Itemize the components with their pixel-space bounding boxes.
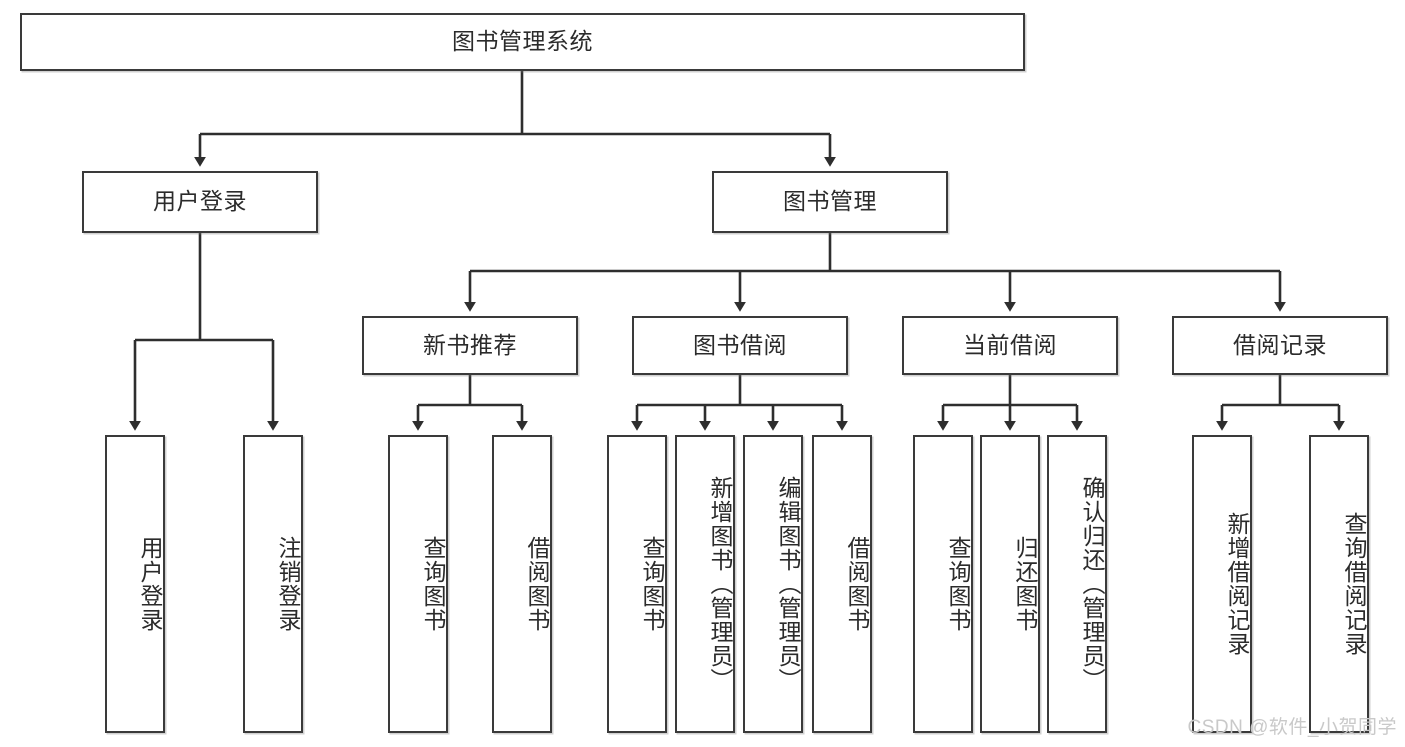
- node-label: 查询图书: [420, 536, 446, 632]
- node-label: 借阅图书: [844, 536, 870, 632]
- node-leaf-logout[interactable]: 注销登录: [243, 435, 303, 733]
- node-user-login[interactable]: 用户登录: [82, 171, 318, 233]
- node-label: 图书管理系统: [452, 28, 593, 55]
- node-label: 当前借阅: [963, 331, 1057, 358]
- node-leaf-return-book[interactable]: 归还图书: [980, 435, 1040, 733]
- node-label: 新增图书（管理员）: [707, 476, 733, 692]
- node-label: 新增借阅记录: [1224, 512, 1250, 656]
- node-leaf-query-book-borrow[interactable]: 查询图书: [607, 435, 667, 733]
- node-leaf-query-book-current[interactable]: 查询图书: [913, 435, 973, 733]
- node-leaf-add-book-admin[interactable]: 新增图书（管理员）: [675, 435, 735, 733]
- node-leaf-query-borrow-record[interactable]: 查询借阅记录: [1309, 435, 1369, 733]
- node-label: 编辑图书（管理员）: [775, 476, 801, 692]
- node-current-borrow[interactable]: 当前借阅: [902, 316, 1118, 375]
- node-label: 用户登录: [153, 188, 247, 215]
- node-new-book-recommend[interactable]: 新书推荐: [362, 316, 578, 375]
- node-leaf-confirm-return-admin[interactable]: 确认归还（管理员）: [1047, 435, 1107, 733]
- node-label: 借阅记录: [1233, 331, 1327, 358]
- node-label: 用户登录: [137, 536, 163, 632]
- node-leaf-borrow-book[interactable]: 借阅图书: [812, 435, 872, 733]
- node-label: 图书借阅: [693, 331, 787, 358]
- node-leaf-add-borrow-record[interactable]: 新增借阅记录: [1192, 435, 1252, 733]
- node-label: 确认归还（管理员）: [1079, 476, 1105, 692]
- node-leaf-edit-book-admin[interactable]: 编辑图书（管理员）: [743, 435, 803, 733]
- node-leaf-user-login[interactable]: 用户登录: [105, 435, 165, 733]
- node-label: 新书推荐: [423, 331, 517, 358]
- node-label: 查询借阅记录: [1341, 512, 1367, 656]
- csdn-watermark: CSDN @软件_小贺同学: [1187, 717, 1397, 738]
- node-borrow-record[interactable]: 借阅记录: [1172, 316, 1388, 375]
- node-root-book-management-system[interactable]: 图书管理系统: [20, 13, 1025, 71]
- node-book-borrow[interactable]: 图书借阅: [632, 316, 848, 375]
- node-label: 借阅图书: [524, 536, 550, 632]
- node-label: 注销登录: [275, 536, 301, 632]
- node-leaf-query-book-recommend[interactable]: 查询图书: [388, 435, 448, 733]
- node-label: 查询图书: [945, 536, 971, 632]
- node-leaf-borrow-book-recommend[interactable]: 借阅图书: [492, 435, 552, 733]
- node-book-management[interactable]: 图书管理: [712, 171, 948, 233]
- node-label: 图书管理: [783, 188, 877, 215]
- node-label: 归还图书: [1012, 536, 1038, 632]
- node-label: 查询图书: [639, 536, 665, 632]
